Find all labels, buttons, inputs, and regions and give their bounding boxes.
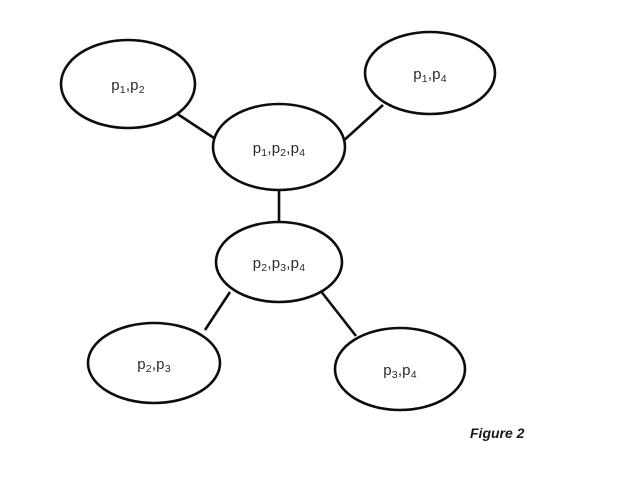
edge-group xyxy=(175,104,384,337)
node-p1p2p4-ellipse[interactable] xyxy=(211,102,347,192)
node-p3p4-label: p3,p4 xyxy=(383,362,417,381)
edge-p1p2-to-p1p2p4 xyxy=(175,111,218,142)
node-p1p4[interactable]: p1,p4 xyxy=(363,30,497,116)
edge-p2p3p4-to-p3p4 xyxy=(318,289,358,337)
node-group: p1,p2 p1,p4 p1,p2,p4 p2,p3,p4 p2,p3 p3,p xyxy=(59,30,497,412)
edge-p1p2p4-to-p1p4 xyxy=(340,104,384,144)
node-p1p4-label: p1,p4 xyxy=(413,66,447,85)
node-p2p3-ellipse[interactable] xyxy=(86,321,222,405)
node-p2p3-label: p2,p3 xyxy=(137,356,171,375)
node-p1p2-label: p1,p2 xyxy=(111,77,145,96)
node-p2p3p4[interactable]: p2,p3,p4 xyxy=(214,220,344,304)
figure-caption: Figure 2 xyxy=(470,425,525,441)
node-p1p2p4-label: p1,p2,p4 xyxy=(253,140,306,159)
node-p1p2p4[interactable]: p1,p2,p4 xyxy=(211,102,347,192)
node-p3p4[interactable]: p3,p4 xyxy=(333,326,467,412)
edge-p2p3p4-to-p2p3 xyxy=(203,291,232,331)
node-p2p3p4-ellipse[interactable] xyxy=(214,220,344,304)
node-p1p2-ellipse[interactable] xyxy=(59,38,197,130)
node-p1p4-ellipse[interactable] xyxy=(363,30,497,116)
node-p3p4-ellipse[interactable] xyxy=(333,326,467,412)
node-p2p3[interactable]: p2,p3 xyxy=(86,321,222,405)
node-p1p2[interactable]: p1,p2 xyxy=(59,38,197,130)
node-p2p3p4-label: p2,p3,p4 xyxy=(253,255,306,274)
